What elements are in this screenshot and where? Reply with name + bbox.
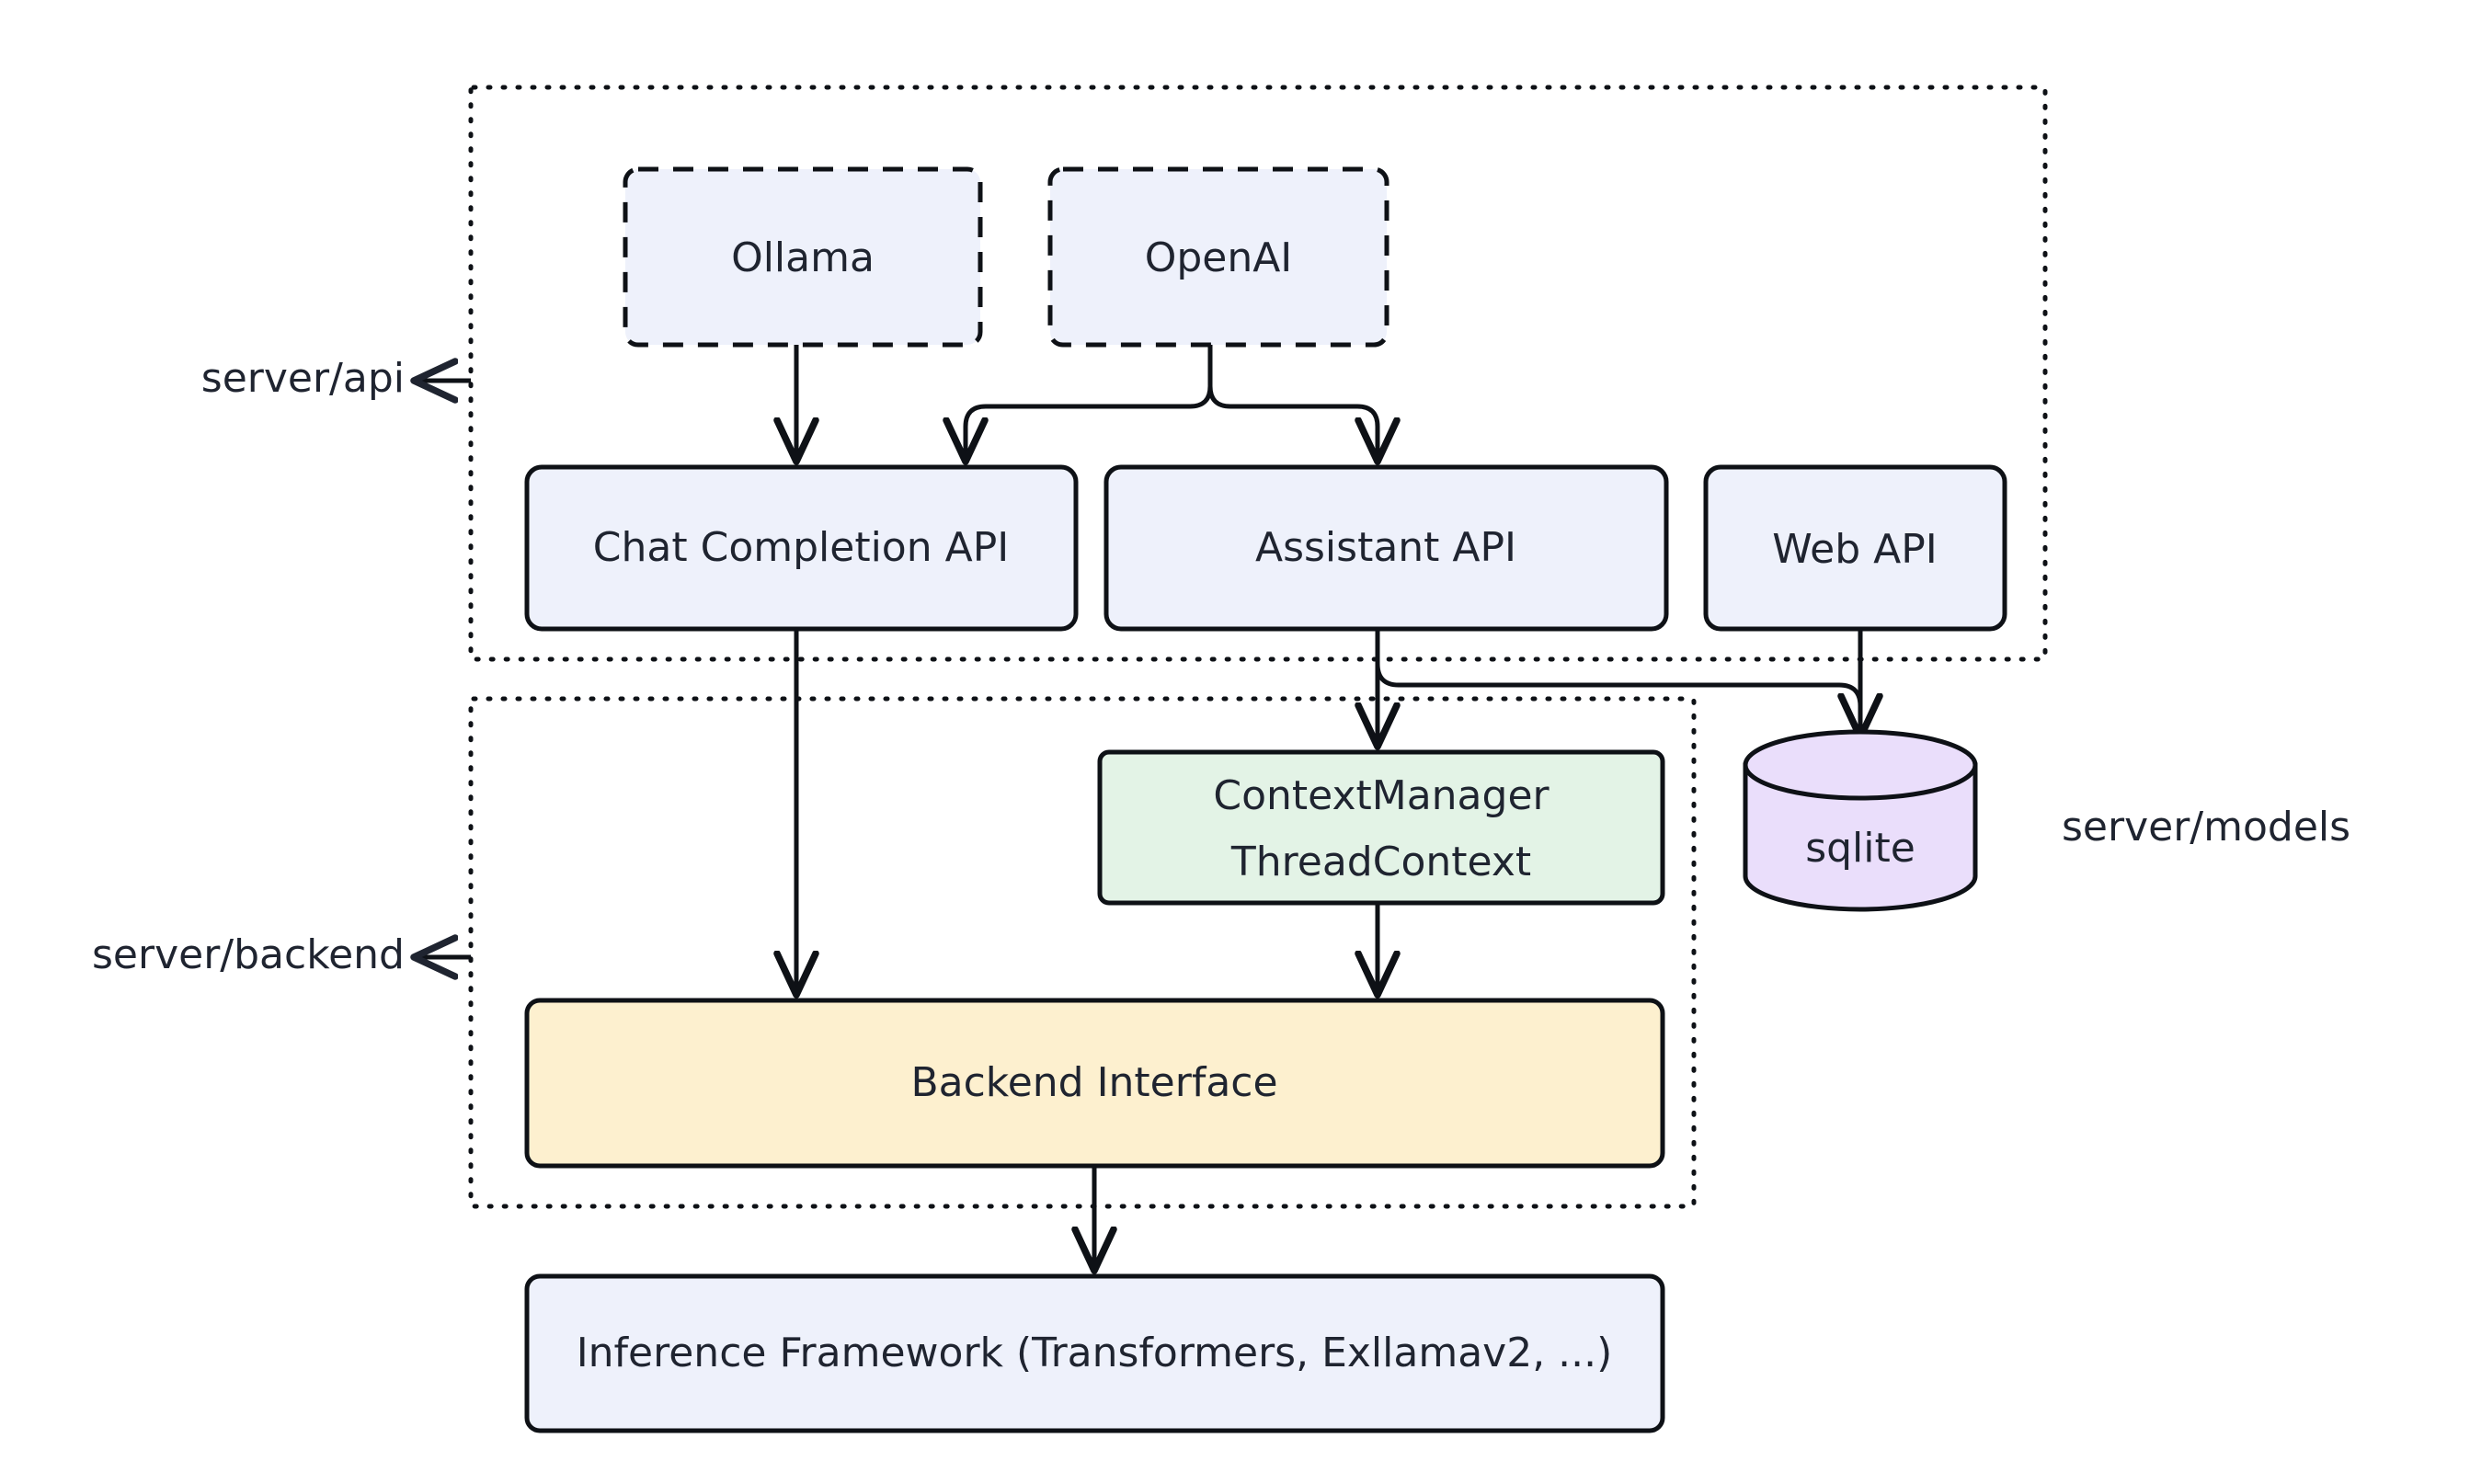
label-server-api: server/api bbox=[201, 355, 405, 402]
label-server-backend: server/backend bbox=[92, 931, 405, 978]
node-context-manager-label-line1: ContextManager bbox=[1213, 772, 1549, 819]
node-context-manager[interactable] bbox=[1097, 749, 1665, 906]
node-chat-completion-api[interactable] bbox=[524, 464, 1079, 632]
container-server-api bbox=[468, 85, 2048, 662]
label-server-models: server/models bbox=[2062, 804, 2350, 850]
node-sqlite-label: sqlite bbox=[1805, 825, 1915, 872]
node-context-manager-label-line2: ThreadContext bbox=[1230, 839, 1531, 885]
node-web-api[interactable] bbox=[1703, 464, 2007, 632]
node-openai[interactable] bbox=[1047, 166, 1389, 348]
node-ollama[interactable] bbox=[623, 166, 983, 348]
node-sqlite[interactable]: sqlite bbox=[1743, 729, 1978, 912]
edge-openai-to-assistant-api bbox=[1207, 345, 1378, 460]
edge-openai-to-chat-api bbox=[966, 345, 1213, 460]
node-inference-framework[interactable] bbox=[524, 1273, 1665, 1433]
node-assistant-api-label: Assistant API bbox=[1255, 524, 1516, 571]
sqlite-cylinder-body bbox=[1743, 762, 1978, 912]
container-server-backend bbox=[468, 696, 1697, 1209]
node-ollama-label: Ollama bbox=[731, 234, 875, 281]
sqlite-cylinder-top bbox=[1743, 729, 1978, 801]
node-chat-completion-api-label: Chat Completion API bbox=[593, 524, 1009, 571]
edge-assistant-api-to-sqlite bbox=[1375, 629, 1863, 726]
node-inference-framework-label: Inference Framework (Transformers, Exlla… bbox=[577, 1330, 1613, 1376]
node-openai-label: OpenAI bbox=[1145, 234, 1293, 281]
node-assistant-api[interactable] bbox=[1103, 464, 1669, 632]
node-backend-interface[interactable] bbox=[524, 998, 1665, 1169]
node-web-api-label: Web API bbox=[1772, 526, 1938, 573]
node-backend-interface-label: Backend Interface bbox=[910, 1059, 1277, 1106]
